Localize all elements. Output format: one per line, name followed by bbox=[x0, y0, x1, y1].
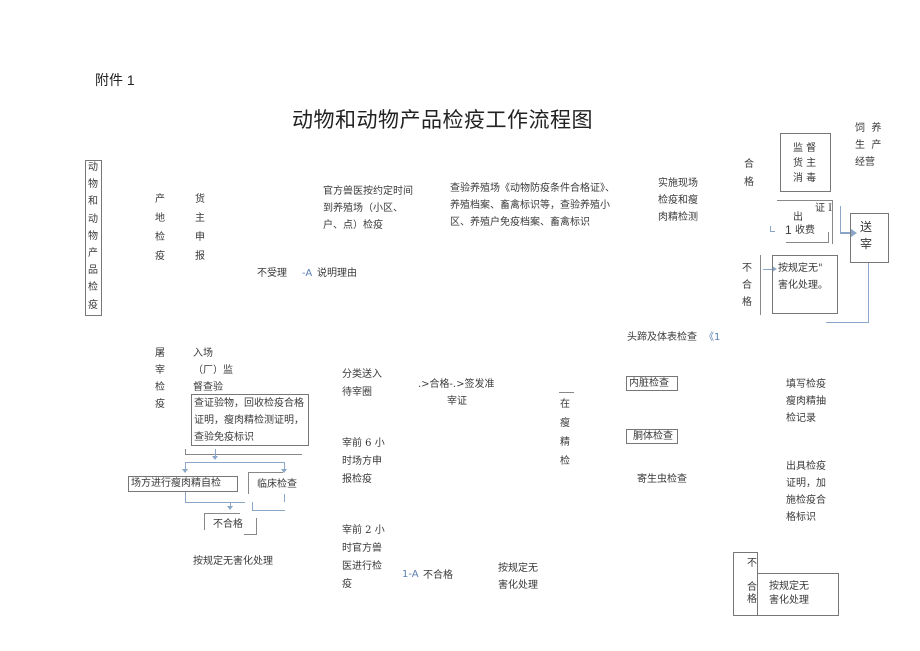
check-documents-box: 查证验物，回收检疫合格 证明，瘦肉精检测证明， 查验免疫标识 bbox=[191, 394, 309, 446]
fail-label-mid: 不合格 bbox=[423, 570, 453, 581]
parasite-check: 寄生虫检查 bbox=[637, 474, 687, 485]
supervise-box: 监 督 货 主 消 毒 bbox=[780, 133, 831, 192]
send-slaughter-box: 送 宰 bbox=[850, 213, 889, 263]
clinical-check: 临床检查 bbox=[257, 479, 297, 490]
reject-arrow-icon: -A bbox=[302, 268, 313, 279]
carcass-box: 胴体检查 bbox=[626, 429, 678, 444]
head-body-check: 头蹄及体表检查 bbox=[627, 332, 697, 343]
viscera-box: 内脏检查 bbox=[626, 376, 678, 391]
feed-production-label: 饲 养 生 产 经营 bbox=[855, 123, 882, 168]
carcass-text: 胴体检查 bbox=[633, 431, 673, 442]
reject-label: 不受理 bbox=[257, 268, 287, 279]
slaughter-col1: 屠 宰 检 疫 bbox=[155, 348, 165, 410]
onsite-inspection-step: 实施现场 检疫和瘦 肉精检测 bbox=[658, 178, 698, 223]
send-slaughter-text: 送 宰 bbox=[860, 220, 873, 251]
side-label-box: 动 物 和 动 物 产 品 检 疫 bbox=[85, 160, 102, 316]
pass-permit-arrow: .>合格-.>签发准 bbox=[418, 379, 495, 390]
self-test-text: 场方进行瘦肉精自检 bbox=[131, 478, 221, 489]
fail-right-text: 不 合 格 bbox=[747, 558, 757, 605]
fee-label: 收费 bbox=[795, 225, 815, 236]
vet-visit-step: 官方兽医按约定时间 到养殖场（小区、 户、点）检疫 bbox=[323, 186, 413, 231]
origin-col1: 产 地 检 疫 bbox=[155, 194, 165, 262]
issue-label: 出 bbox=[793, 212, 803, 223]
fail-arrow-icon: 1-A bbox=[402, 569, 419, 580]
self-test-box: 场方进行瘦肉精自检 bbox=[128, 476, 238, 492]
viscera-text: 内脏检查 bbox=[629, 378, 669, 389]
issue-certificate: 出具检疫 证明，加 施检疫合 格标识 bbox=[786, 461, 826, 523]
harmless-left: 按规定无害化处理 bbox=[193, 556, 273, 567]
reject-reason: 说明理由 bbox=[317, 268, 357, 279]
harmless-box-top: 按规定无" 害化处理。 bbox=[772, 255, 838, 314]
fail-box-left: 不合格 bbox=[213, 519, 243, 530]
harmless-box-right: 按规定无 害化处理 bbox=[757, 573, 839, 616]
check-docs-step: 查验养殖场《动物防疫条件合格证》、 养殖档案、畜禽标识等，查验养殖小 区、养殖户… bbox=[450, 183, 615, 228]
head-check-mark: 《1 bbox=[704, 332, 721, 343]
permit-label: 宰证 bbox=[447, 396, 467, 407]
vet-2h: 宰前 2 小 时官方兽 医进行检 疫 bbox=[342, 525, 385, 590]
clenbuterol-check: 在 瘦 精 检 bbox=[560, 399, 570, 467]
arrow-right-icon bbox=[772, 266, 777, 272]
record-form: 填写检疫 瘦肉精抽 检记录 bbox=[786, 379, 826, 424]
fail-label: 不 合 格 bbox=[742, 263, 752, 308]
annex-label: 附件 1 bbox=[95, 72, 135, 88]
supervise-text: 监 督 货 主 消 毒 bbox=[793, 143, 817, 184]
arrow-right-icon bbox=[851, 229, 857, 237]
entry-supervision: 入场 （厂）监 督查验 bbox=[193, 348, 233, 393]
certificate-label: 证 I bbox=[815, 203, 833, 214]
side-label: 动 物 和 动 物 产 品 检 疫 bbox=[88, 162, 98, 311]
harmless-right-text: 按规定无 害化处理 bbox=[769, 581, 809, 606]
harmless-mid: 按规定无 害化处理 bbox=[498, 563, 538, 591]
pass-label: 合 格 bbox=[744, 159, 754, 188]
sort-to-pen: 分类送入 待宰圈 bbox=[342, 369, 382, 398]
fee-number: 1 bbox=[785, 223, 792, 237]
arrow-down-icon bbox=[212, 456, 218, 460]
page-title: 动物和动物产品检疫工作流程图 bbox=[292, 108, 593, 132]
harmless-text-top: 按规定无" 害化处理。 bbox=[778, 263, 828, 291]
report-6h: 宰前 6 小 时场方申 报检疫 bbox=[342, 438, 385, 485]
origin-col2: 货 主 申 报 bbox=[195, 194, 205, 262]
check-documents-text: 查证验物，回收检疫合格 证明，瘦肉精检测证明， 查验免疫标识 bbox=[194, 398, 304, 443]
fail-box-right: 不 合 格 bbox=[733, 552, 758, 616]
